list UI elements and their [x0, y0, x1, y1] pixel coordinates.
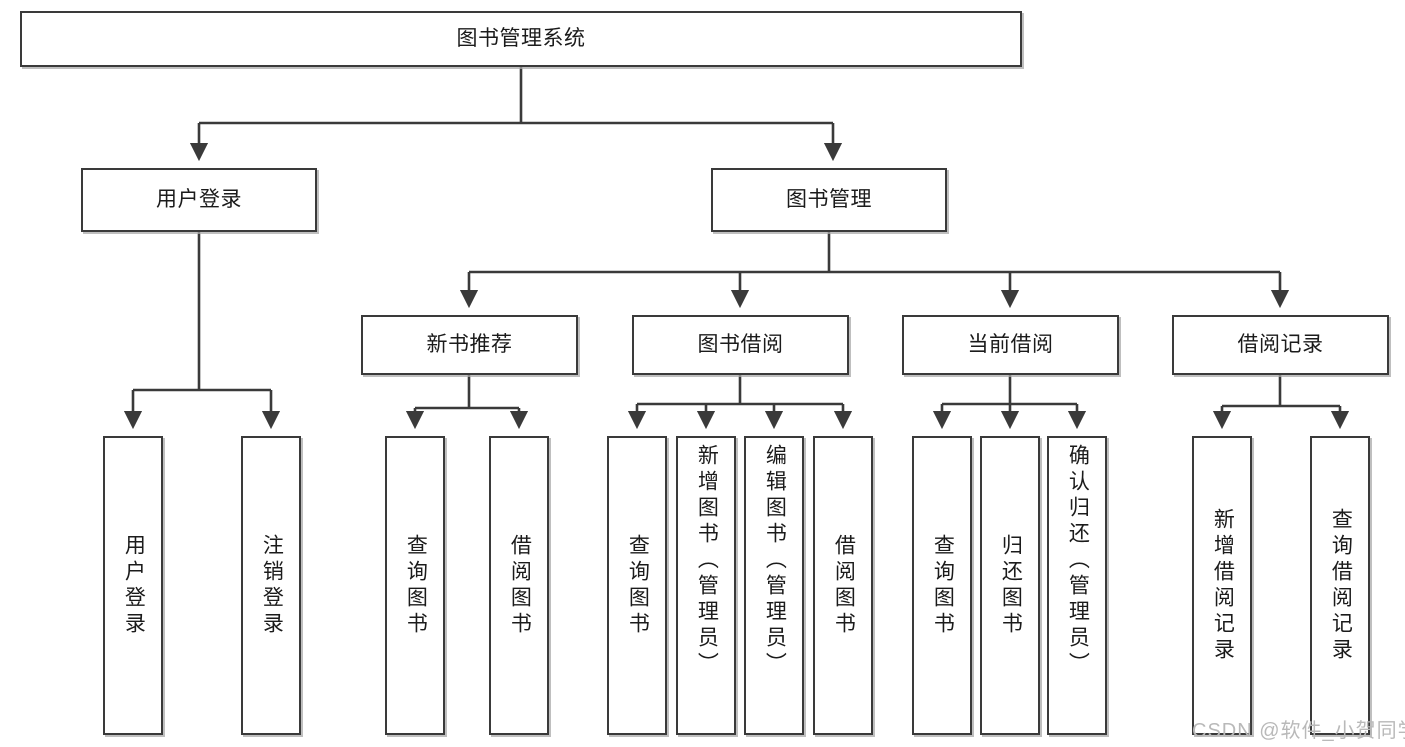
leaf-user-login-label: 用户登录: [122, 533, 146, 638]
leaf-confirm-return-admin[interactable]: 确认归还（管理员）: [1047, 436, 1107, 735]
leaf-add-borrow-record-label: 新增借阅记录: [1211, 507, 1235, 664]
leaf-query-book-3-label: 查询图书: [931, 533, 955, 638]
leaf-query-book-1-label: 查询图书: [404, 533, 428, 638]
leaf-edit-book-admin-label: 编辑图书（管理员）: [763, 444, 787, 678]
leaf-query-book-2[interactable]: 查询图书: [607, 436, 667, 735]
leaf-add-borrow-record[interactable]: 新增借阅记录: [1192, 436, 1252, 735]
leaf-borrow-book-1-label: 借阅图书: [508, 533, 532, 638]
leaf-query-book-1[interactable]: 查询图书: [385, 436, 445, 735]
node-root[interactable]: 图书管理系统: [20, 11, 1022, 67]
leaf-add-book-admin[interactable]: 新增图书（管理员）: [676, 436, 736, 735]
node-user-login-label: 用户登录: [156, 187, 242, 211]
node-borrow-records[interactable]: 借阅记录: [1172, 315, 1389, 375]
leaf-borrow-book-2[interactable]: 借阅图书: [813, 436, 873, 735]
leaf-edit-book-admin[interactable]: 编辑图书（管理员）: [744, 436, 804, 735]
leaf-query-borrow-record[interactable]: 查询借阅记录: [1310, 436, 1370, 735]
leaf-borrow-book-2-label: 借阅图书: [832, 533, 856, 638]
node-root-label: 图书管理系统: [456, 26, 586, 50]
node-current-borrow[interactable]: 当前借阅: [902, 315, 1119, 375]
node-new-book-recommend-label: 新书推荐: [426, 332, 513, 356]
leaf-return-book[interactable]: 归还图书: [980, 436, 1040, 735]
node-book-management[interactable]: 图书管理: [711, 168, 947, 232]
leaf-user-login[interactable]: 用户登录: [103, 436, 163, 735]
csdn-watermark: CSDN @软件_小贺同学: [1192, 720, 1405, 742]
leaf-logout[interactable]: 注销登录: [241, 436, 301, 735]
node-user-login[interactable]: 用户登录: [81, 168, 317, 232]
node-borrow-records-label: 借阅记录: [1237, 332, 1324, 356]
leaf-return-book-label: 归还图书: [999, 533, 1023, 638]
node-new-book-recommend[interactable]: 新书推荐: [361, 315, 578, 375]
leaf-query-book-3[interactable]: 查询图书: [912, 436, 972, 735]
node-book-management-label: 图书管理: [786, 187, 872, 211]
leaf-query-book-2-label: 查询图书: [626, 533, 650, 638]
node-book-borrow-label: 图书借阅: [697, 332, 784, 356]
leaf-borrow-book-1[interactable]: 借阅图书: [489, 436, 549, 735]
leaf-add-book-admin-label: 新增图书（管理员）: [695, 444, 719, 678]
node-current-borrow-label: 当前借阅: [967, 332, 1054, 356]
leaf-query-borrow-record-label: 查询借阅记录: [1329, 507, 1353, 664]
node-book-borrow[interactable]: 图书借阅: [632, 315, 849, 375]
leaf-logout-label: 注销登录: [260, 533, 284, 638]
leaf-confirm-return-admin-label: 确认归还（管理员）: [1066, 444, 1090, 678]
